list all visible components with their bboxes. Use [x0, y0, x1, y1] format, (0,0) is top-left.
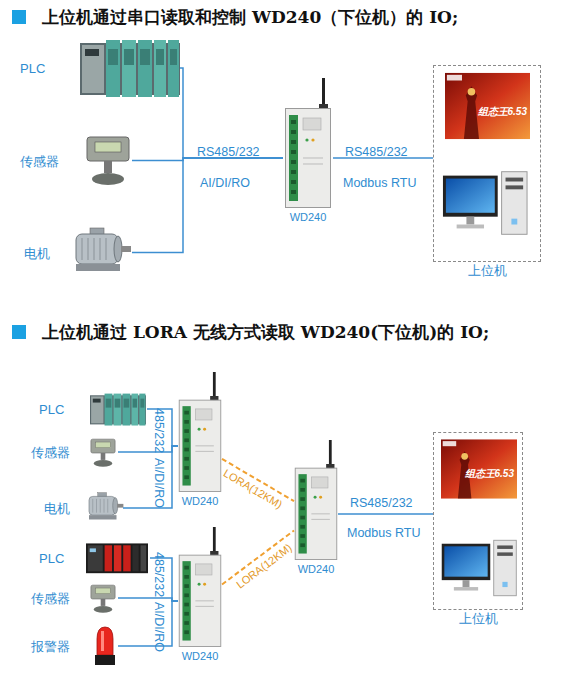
signal-label: AI/DI/RO — [152, 602, 166, 652]
plc-image — [90, 394, 146, 426]
software-image — [445, 73, 530, 139]
interface-label: RS485/232 — [350, 496, 413, 510]
wire-connector — [118, 446, 178, 452]
device-name: 电机 — [44, 501, 70, 516]
device-name: WD240 — [290, 210, 327, 225]
host-group: 上位机组态王6.53 — [433, 65, 541, 262]
link-label: LORA(12KM) — [234, 541, 294, 590]
software-title: 组态王6.53 — [478, 104, 527, 119]
bullet-square — [12, 10, 26, 24]
wire-connector — [123, 446, 178, 508]
protocol-label: Modbus RTU — [347, 526, 420, 540]
wd240-device: WD240 — [294, 468, 338, 560]
computer-image — [443, 172, 527, 235]
device-name: 上位机 — [459, 611, 498, 626]
interface-label: 485/232 — [152, 408, 166, 453]
signal-label: AI/DI/RO — [152, 458, 166, 508]
wd240-device: WD240 — [283, 108, 333, 208]
signal-label: AI/DI/RO — [200, 176, 250, 190]
interface-label: RS485/232 — [197, 145, 260, 159]
computer-image — [442, 540, 517, 595]
device-name: WD240 — [182, 649, 219, 664]
software-screen: 组态王6.53 — [441, 438, 517, 500]
sensor-image — [91, 585, 115, 613]
wire-connector — [338, 513, 433, 515]
device-name: WD240 — [182, 494, 219, 509]
device-name: 传感器 — [20, 153, 59, 168]
software-screen: 组态王6.53 — [445, 70, 530, 142]
device-name: PLC — [39, 402, 64, 417]
plc-image — [80, 40, 180, 97]
device-plc: PLC — [35, 538, 150, 578]
wd240-image — [179, 527, 221, 647]
wire-connector — [132, 158, 283, 253]
device-sensor: 传感器 — [28, 584, 118, 612]
device-sensor: 传感器 — [15, 133, 132, 188]
device-alarm: 报警器 — [28, 624, 118, 668]
sensor-image — [87, 137, 129, 185]
motor-image — [89, 493, 123, 520]
wd240-image — [295, 440, 337, 560]
wd240-image — [179, 372, 221, 492]
motor-image — [76, 228, 131, 271]
host-group: 上位机组态王6.53 — [433, 432, 523, 610]
software-image — [441, 439, 517, 498]
device-name: 上位机 — [468, 263, 507, 278]
device-name: PLC — [39, 551, 64, 566]
wire-connector — [180, 68, 283, 158]
device-name: 传感器 — [31, 591, 70, 606]
wire-connector — [118, 601, 178, 646]
device-sensor: 传感器 — [28, 438, 118, 466]
interface-label: 485/232 — [152, 552, 166, 597]
wd240-image — [286, 78, 331, 208]
device-name: 传感器 — [31, 445, 70, 460]
device-plc: PLC — [35, 390, 147, 428]
interface-label: RS485/232 — [345, 145, 408, 159]
section-heading: 上位机通过串口读取和控制 WD240（下位机）的 IO; — [42, 7, 458, 27]
wd240-device: WD240 — [178, 555, 222, 647]
bullet-square — [12, 325, 26, 339]
device-plc: PLC — [15, 33, 180, 103]
device-name: 电机 — [24, 245, 50, 260]
link-label: LORA(12KM) — [221, 467, 284, 511]
wire-connector — [118, 598, 178, 601]
alarm-image — [95, 627, 115, 665]
section-heading: 上位机通过 LORA 无线方式读取 WD240(下位机)的 IO; — [42, 322, 489, 342]
software-title: 组态王6.53 — [465, 466, 514, 481]
protocol-label: Modbus RTU — [343, 176, 416, 190]
device-name: WD240 — [298, 562, 335, 577]
plc-image — [86, 543, 148, 573]
wd240-device: WD240 — [178, 400, 222, 492]
device-name: 报警器 — [31, 639, 70, 654]
sensor-image — [91, 439, 115, 467]
device-motor: 电机 — [15, 225, 132, 280]
device-motor: 电机 — [35, 488, 123, 528]
device-name: PLC — [20, 61, 45, 76]
